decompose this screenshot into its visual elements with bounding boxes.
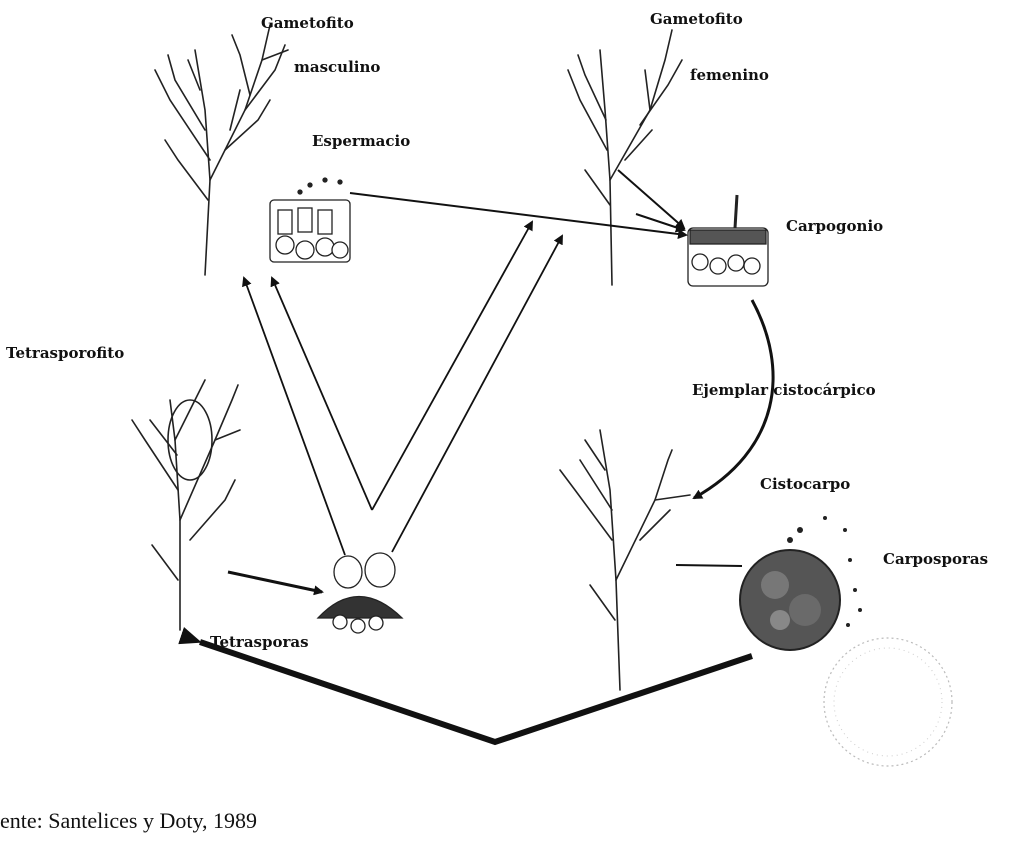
label-gametofito-masculino: Gametofito (261, 14, 354, 32)
arrow-to-male-gametophyte-1 (244, 278, 345, 555)
arrow-to-female-gametophyte-2 (392, 236, 562, 552)
male-gametophyte-plant (155, 25, 288, 275)
cystocarpic-plant (560, 430, 690, 690)
connector-plant-to-cistocarpo (676, 565, 742, 566)
arrow-espermacio-to-carpogonio (350, 193, 686, 235)
label-tetrasporofito: Tetrasporofito (6, 344, 124, 362)
label-carpogonio: Carpogonio (786, 217, 883, 235)
stamp-circle-inner (834, 648, 942, 756)
label-gametofito-femenino: Gametofito (650, 10, 743, 28)
label-carposporas: Carposporas (883, 550, 988, 568)
cistocarpo-detail (740, 516, 862, 650)
source-citation: ente: Santelices y Doty, 1989 (0, 808, 257, 834)
label-femenino: femenino (690, 66, 769, 84)
espermacio-detail (270, 178, 350, 262)
arrow-tetrasporophyte-to-tetrasporas (228, 572, 322, 592)
arrow-carpogonio-to-cystocarpic (694, 300, 773, 498)
tetrasporas-detail (318, 553, 402, 633)
label-ejemplar-cistocarpico: Ejemplar cistocárpico (692, 381, 876, 399)
tetrasporophyte-plant (132, 380, 240, 630)
label-tetrasporas: Tetrasporas (210, 633, 309, 651)
label-cistocarpo: Cistocarpo (760, 475, 850, 493)
carpogonio-detail (688, 195, 768, 286)
stamp-circle (824, 638, 952, 766)
arrow-to-female-gametophyte-1 (372, 222, 532, 510)
label-espermacio: Espermacio (312, 132, 410, 150)
arrow-carposporas-to-tetrasporophyte (200, 642, 752, 742)
label-masculino: masculino (294, 58, 380, 76)
female-gametophyte-plant (568, 30, 682, 285)
